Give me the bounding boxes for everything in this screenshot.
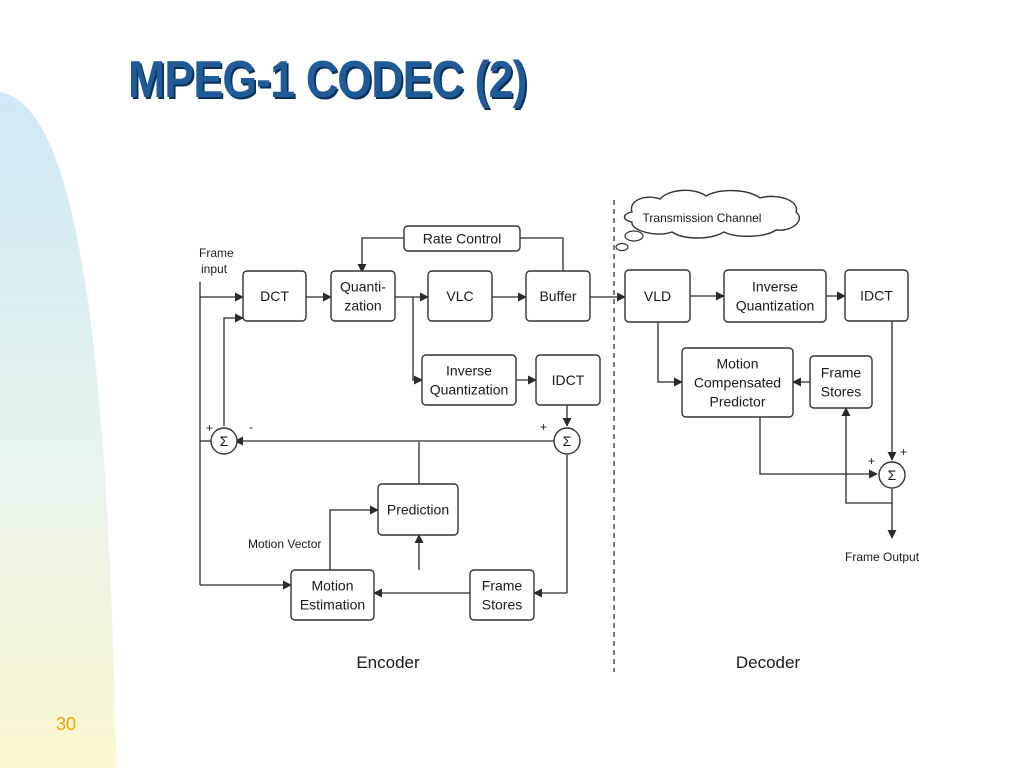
motion-vector-label: Motion Vector bbox=[248, 537, 321, 551]
block-label: Quanti- bbox=[340, 279, 386, 295]
block-label: Compensated bbox=[694, 375, 781, 391]
svg-text:+: + bbox=[900, 445, 907, 459]
block-label: Stores bbox=[482, 597, 522, 613]
svg-text:-: - bbox=[249, 420, 253, 434]
block-dec-idct: IDCT bbox=[844, 269, 909, 322]
transmission-channel-cloud: Transmission Channel bbox=[615, 189, 801, 252]
frame-output-label: Frame Output bbox=[845, 550, 920, 564]
svg-text:+: + bbox=[206, 421, 213, 435]
block-label: Buffer bbox=[539, 288, 576, 304]
block-label: DCT bbox=[260, 288, 289, 304]
block-label: Motion bbox=[716, 356, 758, 372]
block-label: Prediction bbox=[387, 502, 449, 518]
block-rate-control: Rate Control bbox=[403, 225, 521, 252]
block-label: Frame bbox=[821, 365, 862, 381]
block-label: Rate Control bbox=[423, 231, 502, 247]
block-label: Frame bbox=[482, 578, 523, 594]
frame-input-label: Frame input bbox=[199, 246, 234, 276]
block-quantization: Quanti-zation bbox=[330, 270, 396, 322]
svg-text:Σ: Σ bbox=[220, 433, 229, 449]
block-label: VLC bbox=[446, 288, 473, 304]
block-label: Inverse bbox=[752, 279, 798, 295]
block-label: Estimation bbox=[300, 597, 365, 613]
block-dct: DCT bbox=[242, 270, 307, 322]
encoder-label: Encoder bbox=[356, 653, 420, 672]
block-label: zation bbox=[344, 298, 381, 314]
block-label: IDCT bbox=[552, 372, 585, 388]
svg-text:+: + bbox=[868, 454, 875, 468]
block-label: Inverse bbox=[446, 363, 492, 379]
block-vld: VLD bbox=[624, 269, 691, 323]
sum-junction-decoder: Σ + + bbox=[868, 445, 907, 489]
svg-text:+: + bbox=[540, 420, 547, 434]
svg-text:input: input bbox=[201, 262, 228, 276]
svg-text:Σ: Σ bbox=[888, 467, 897, 483]
transmission-channel-label: Transmission Channel bbox=[643, 211, 762, 225]
block-enc-idct: IDCT bbox=[535, 354, 601, 406]
block-vlc: VLC bbox=[427, 270, 493, 322]
slide-title: MPEG-1 CODEC (2) bbox=[128, 51, 528, 109]
block-label: Stores bbox=[821, 384, 861, 400]
sum-junction-input: Σ + - bbox=[206, 420, 253, 455]
block-label: IDCT bbox=[860, 288, 893, 304]
svg-text:Frame: Frame bbox=[199, 246, 234, 260]
block-label: Motion bbox=[311, 578, 353, 594]
block-buffer: Buffer bbox=[525, 270, 591, 322]
page-number: 30 bbox=[56, 714, 77, 734]
sum-junction-reconstruct: Σ + bbox=[540, 420, 581, 455]
block-label: Quantization bbox=[430, 382, 509, 398]
block-label: VLD bbox=[644, 288, 671, 304]
decoder-label: Decoder bbox=[736, 653, 801, 672]
block-prediction: Prediction bbox=[377, 483, 459, 536]
connection-lines bbox=[199, 237, 897, 598]
block-label: Quantization bbox=[736, 298, 815, 314]
block-label: Predictor bbox=[709, 394, 765, 410]
svg-text:Σ: Σ bbox=[563, 433, 572, 449]
